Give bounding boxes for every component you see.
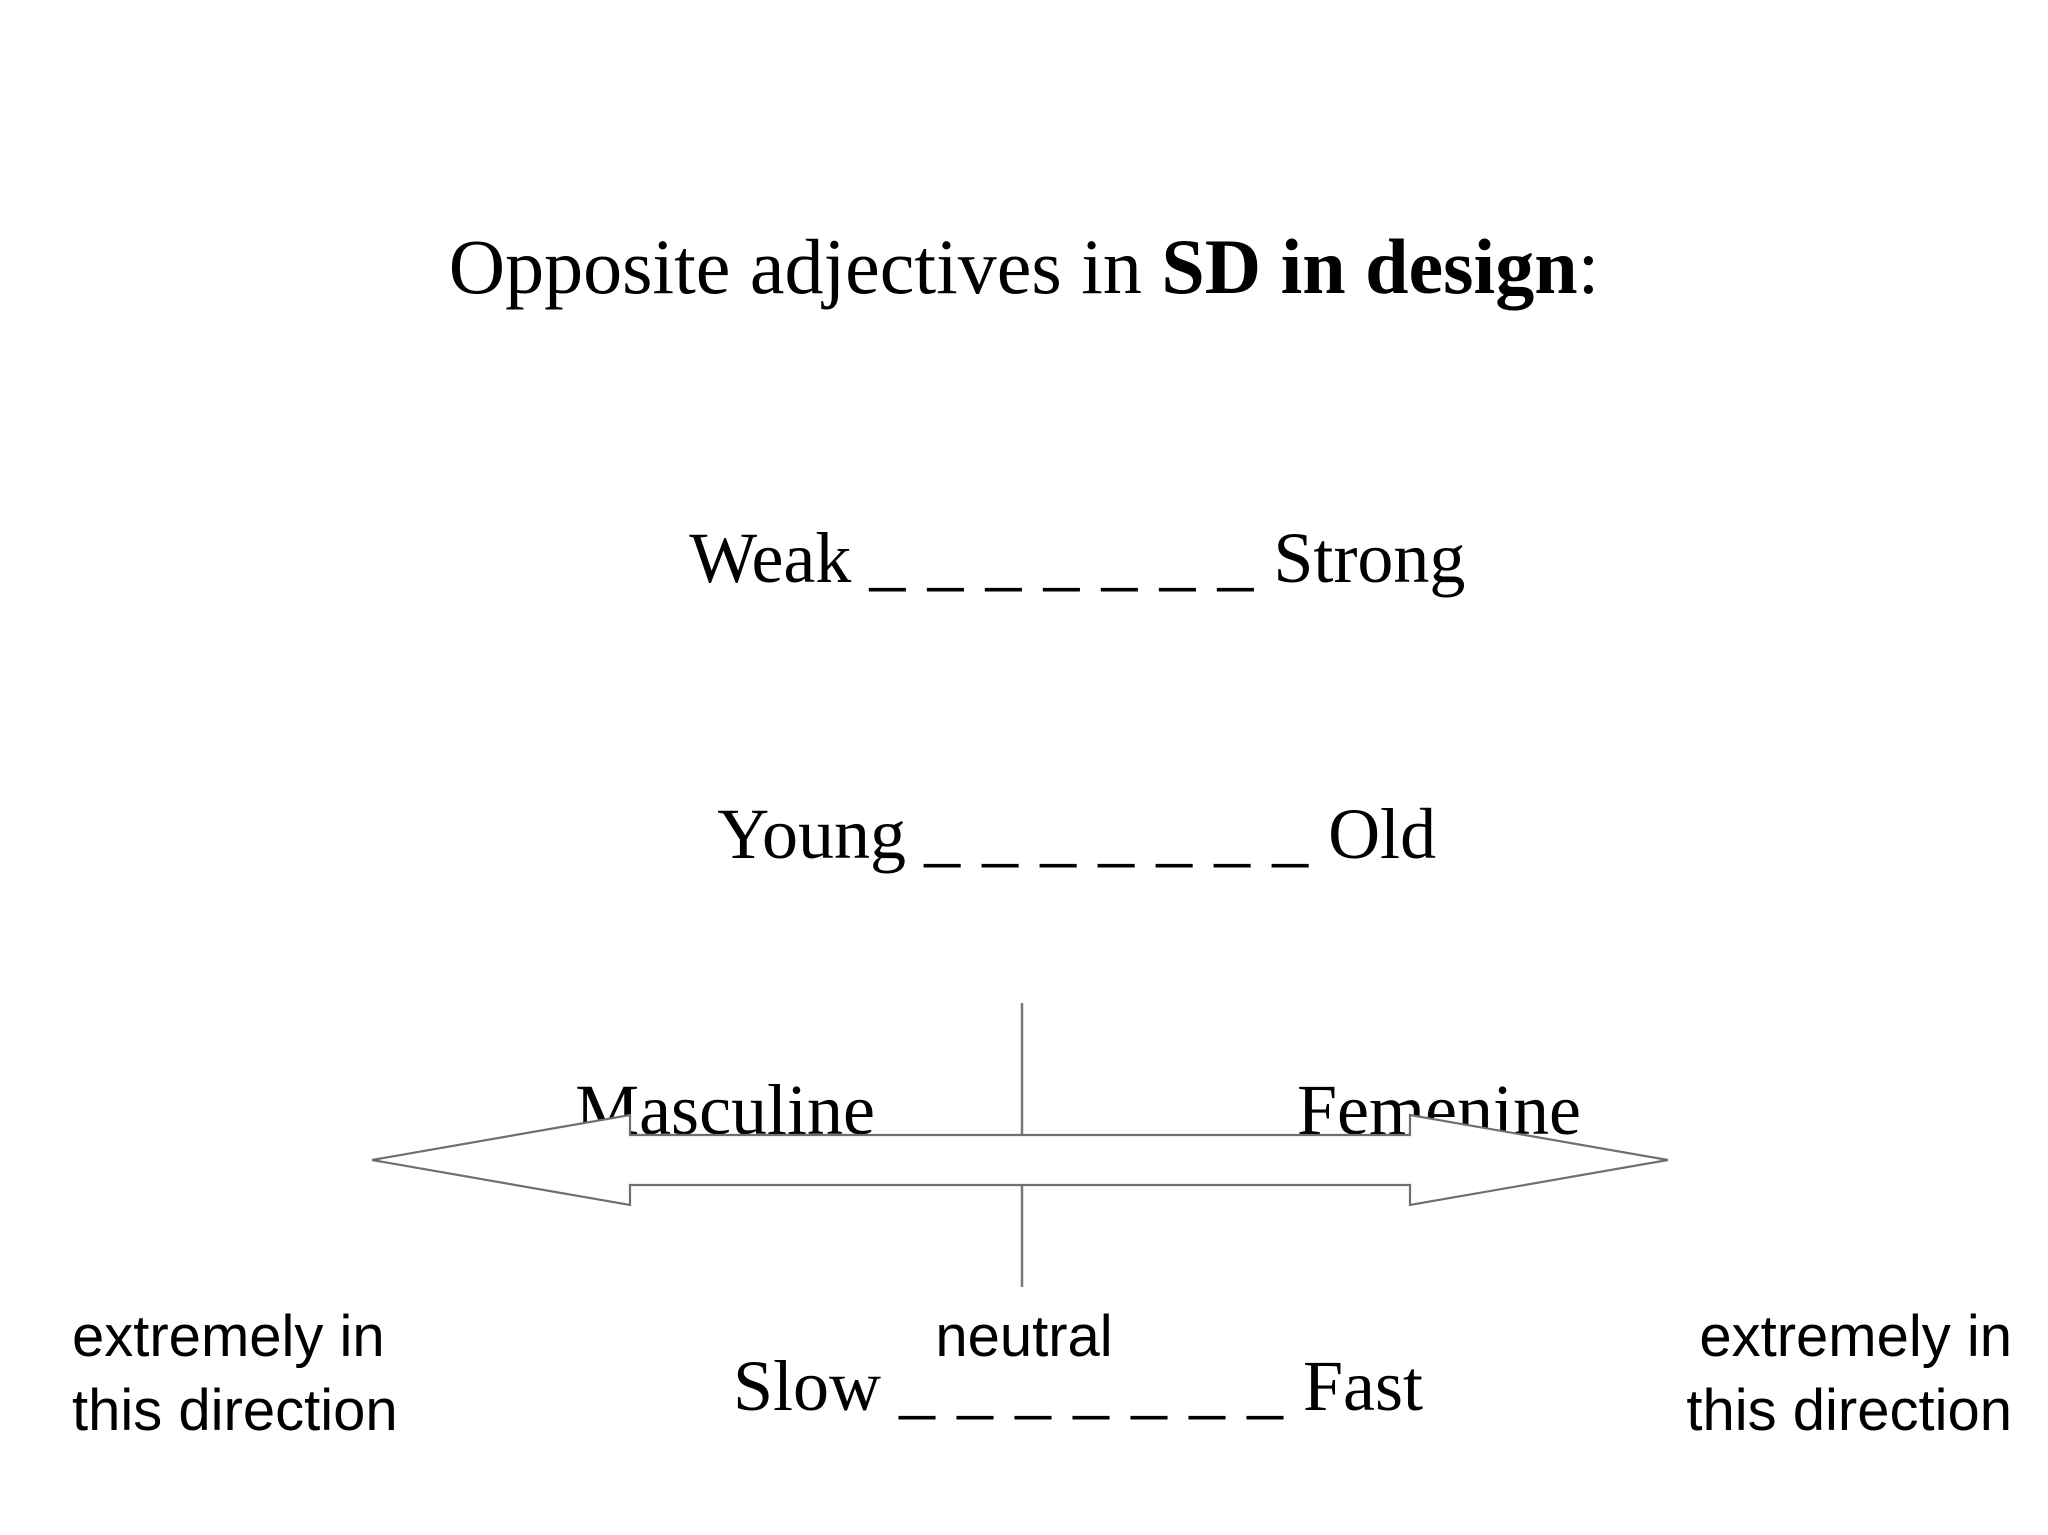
pair-right-term: Strong <box>1273 518 1466 598</box>
pair-left-term: Young <box>717 794 907 874</box>
pair-scale-marks: _ _ _ _ _ _ _ <box>924 794 1311 874</box>
label-extremely-left: extremely in this direction <box>72 1304 398 1443</box>
adjective-pair-row: Weak _ _ _ _ _ _ _ Strong <box>0 420 2048 696</box>
adjective-pair-row: Young _ _ _ _ _ _ _ Old <box>0 696 2048 972</box>
pair-left-term: Weak <box>689 518 852 598</box>
pair-scale-marks: _ _ _ _ _ _ _ <box>899 1346 1285 1426</box>
title-emphasis: SD in design <box>1161 223 1578 310</box>
pair-right-term: Fast <box>1303 1346 1424 1426</box>
adjective-pair-row: Slow _ _ _ _ _ _ _ Fast <box>0 1248 2048 1524</box>
title-suffix: : <box>1577 223 1600 310</box>
label-neutral: neutral <box>935 1304 1113 1369</box>
scale-diagram <box>0 980 2048 1320</box>
label-extremely-right: extremely in this direction <box>1686 1304 2012 1443</box>
bidirectional-arrow-icon <box>371 1113 1669 1207</box>
pair-scale-marks: _ _ _ _ _ _ _ <box>869 518 1256 598</box>
page-title: Opposite adjectives in SD in design: <box>0 228 2048 306</box>
pair-right-term: Old <box>1328 794 1437 874</box>
title-prefix: Opposite adjectives in <box>448 223 1162 310</box>
adjective-pair-list: Weak _ _ _ _ _ _ _ Strong Young _ _ _ _ … <box>0 420 2048 1524</box>
scale-endpoint-labels: extremely in this direction neutral extr… <box>0 1300 2048 1490</box>
pair-left-term: Slow <box>732 1346 881 1426</box>
